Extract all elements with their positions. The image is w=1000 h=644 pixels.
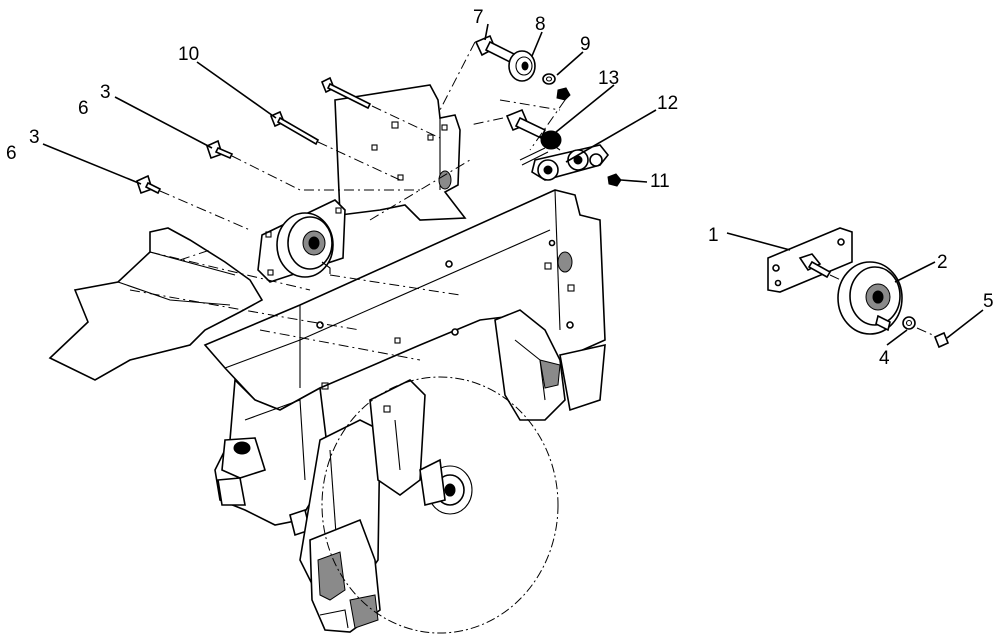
callout-9: 9 xyxy=(580,34,591,55)
sprocket-detail-exploded xyxy=(767,227,950,349)
callout-labels: 7 8 9 10 13 3 6 12 3 6 11 1 2 5 4 xyxy=(6,7,994,369)
callout-11: 11 xyxy=(650,171,670,192)
sprocket-part-2 xyxy=(837,261,903,335)
left-sprocket-assembly xyxy=(257,199,346,283)
washer-part-4 xyxy=(902,316,916,330)
callout-3-upper: 3 xyxy=(100,82,111,103)
callout-5: 5 xyxy=(983,291,994,312)
bolt-part-5 xyxy=(933,331,950,349)
callout-12: 12 xyxy=(657,93,678,114)
seed-meter-disc xyxy=(321,376,559,634)
callout-8: 8 xyxy=(535,14,546,35)
callout-10: 10 xyxy=(178,44,199,65)
callout-4: 4 xyxy=(879,348,890,369)
callout-6-lower: 6 xyxy=(6,143,17,164)
callout-3-lower: 3 xyxy=(29,127,40,148)
leader-lines xyxy=(42,23,984,346)
callout-6-upper: 6 xyxy=(78,98,89,119)
callout-1: 1 xyxy=(708,225,719,246)
callout-7: 7 xyxy=(473,7,484,28)
idler-tensioner-assembly xyxy=(474,34,622,187)
callout-13: 13 xyxy=(598,68,619,89)
row-unit-frame xyxy=(48,84,606,633)
loose-bolts xyxy=(136,76,372,195)
assembly-centerlines xyxy=(129,41,566,361)
callout-2: 2 xyxy=(937,252,948,273)
